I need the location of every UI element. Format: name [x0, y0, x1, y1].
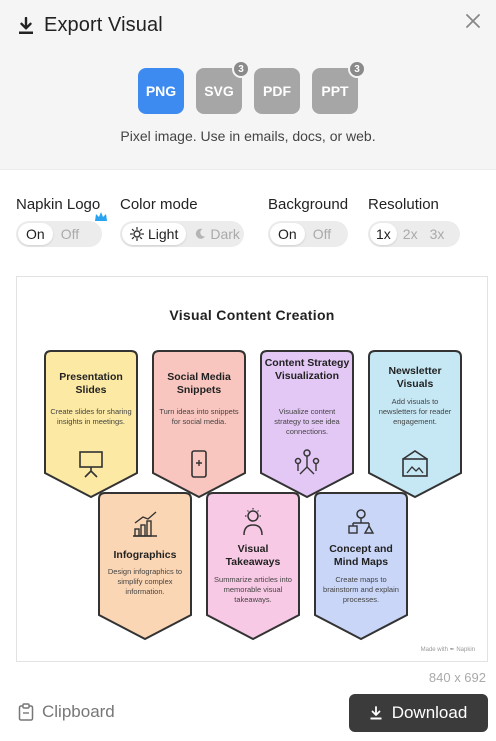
format-description: Pixel image. Use in emails, docs, or web…	[120, 128, 376, 144]
format-label: PPT	[321, 83, 349, 99]
download-icon	[19, 16, 33, 34]
card-title: Newsletter Visuals	[388, 365, 442, 391]
card-description: Turn ideas into snippets for social medi…	[159, 407, 239, 426]
download-button[interactable]: Download	[349, 694, 488, 732]
card-title: Visual Takeaways	[225, 543, 281, 569]
card-title: Social Media Snippets	[167, 371, 231, 397]
napkin-logo-label: Napkin Logo	[16, 196, 101, 213]
card-description: Visualize content strategy to see idea c…	[274, 407, 340, 436]
background-toggle: On Off	[268, 221, 348, 247]
card-description: Summarize articles into memorable visual…	[214, 575, 292, 604]
card-shape	[152, 350, 246, 499]
resolution-option: Resolution 1x 2x 3x	[368, 196, 460, 247]
card-title: Presentation Slides	[59, 371, 123, 397]
card-description: Create maps to brainstorm and explain pr…	[323, 575, 399, 604]
napkin-logo-on[interactable]: On	[18, 223, 53, 245]
resolution-toggle: 1x 2x 3x	[368, 221, 460, 247]
card-title: Content Strategy Visualization	[264, 357, 350, 383]
clipboard-icon	[18, 703, 34, 721]
napkin-logo-option: Napkin Logo On Off	[16, 196, 107, 247]
bar-chart-icon	[133, 511, 157, 537]
color-mode-label: Color mode	[120, 196, 198, 213]
resolution-3x[interactable]: 3x	[429, 226, 445, 242]
pro-badge: 3	[348, 60, 366, 78]
background-option: Background On Off	[268, 196, 348, 247]
clipboard-button[interactable]: Clipboard	[18, 702, 115, 722]
made-with-napkin-watermark: Made with ✒ Napkin	[420, 647, 475, 653]
color-mode-toggle: Light Dark	[120, 221, 244, 247]
resolution-1x[interactable]: 1x	[370, 223, 397, 245]
light-label: Light	[148, 226, 179, 242]
dialog-title-text: Export Visual	[44, 14, 163, 36]
card-title: Infographics	[113, 549, 177, 561]
background-label: Background	[268, 196, 349, 213]
resolution-2x[interactable]: 2x	[402, 226, 418, 242]
card-content-strategy: Content Strategy Visualization Visualize…	[259, 349, 355, 499]
format-svg-button[interactable]: SVG 3	[196, 60, 250, 114]
download-label: Download	[391, 703, 468, 722]
color-mode-light[interactable]: Light	[122, 223, 187, 245]
card-description: Create slides for sharing insights in me…	[50, 407, 132, 426]
dialog-title: Export Visual	[18, 14, 163, 37]
mind-map-icon	[348, 509, 375, 534]
clipboard-label: Clipboard	[42, 702, 115, 721]
format-ppt-button[interactable]: PPT 3	[312, 60, 366, 114]
export-header: Export Visual PNG SVG 3 PDF PPT 3 Pixel im…	[0, 0, 496, 170]
download-icon	[370, 706, 382, 720]
card-presentation-slides: Presentation Slides Create slides for sh…	[43, 349, 139, 499]
format-png-button[interactable]: PNG	[138, 68, 184, 114]
visual-preview: Visual Content Creation Presentation Sli…	[16, 276, 488, 662]
phone-icon	[191, 450, 207, 478]
card-shape	[44, 350, 138, 499]
presentation-board-icon	[79, 451, 103, 478]
napkin-logo-off[interactable]: Off	[60, 226, 80, 242]
card-shape	[260, 350, 354, 499]
close-button[interactable]	[462, 10, 484, 32]
background-on[interactable]: On	[270, 223, 305, 245]
close-icon	[466, 14, 480, 28]
card-social-media-snippets: Social Media Snippets Turn ideas into sn…	[151, 349, 247, 499]
card-visual-takeaways: Visual Takeaways Summarize articles into…	[205, 491, 301, 641]
resolution-label: Resolution	[368, 196, 439, 213]
sun-icon	[130, 227, 144, 241]
moon-icon	[196, 228, 206, 239]
color-mode-option: Color mode Light Dark	[120, 196, 244, 247]
card-shape	[368, 350, 462, 499]
network-icon	[294, 449, 320, 475]
lightbulb-person-icon	[243, 508, 263, 536]
format-label: PDF	[263, 83, 291, 99]
envelope-image-icon	[402, 450, 428, 477]
card-description: Design infographics to simplify complex …	[107, 567, 183, 596]
format-label: SVG	[204, 83, 234, 99]
card-shape	[314, 492, 408, 641]
card-title: Concept and Mind Maps	[329, 543, 393, 569]
card-infographics: Infographics Design infographics to simp…	[97, 491, 193, 641]
napkin-logo-toggle: On Off	[16, 212, 107, 247]
preview-title: Visual Content Creation	[169, 307, 335, 323]
background-off[interactable]: Off	[312, 226, 332, 242]
dark-label: Dark	[210, 226, 240, 242]
card-shape	[206, 492, 300, 641]
crown-icon	[95, 212, 107, 221]
format-label: PNG	[145, 83, 177, 99]
color-mode-dark[interactable]: Dark	[186, 223, 248, 245]
card-newsletter-visuals: Newsletter Visuals Add visuals to newsle…	[367, 349, 463, 499]
format-selector: PNG SVG 3 PDF PPT 3	[0, 60, 496, 114]
pro-badge: 3	[232, 60, 250, 78]
card-description: Add visuals to newsletters for reader en…	[378, 397, 452, 426]
card-concept-mind-maps: Concept and Mind Maps Create maps to bra…	[313, 491, 409, 641]
image-dimensions: 840 x 692	[428, 670, 486, 685]
card-shape	[98, 492, 192, 641]
format-pdf-button[interactable]: PDF	[254, 68, 300, 114]
